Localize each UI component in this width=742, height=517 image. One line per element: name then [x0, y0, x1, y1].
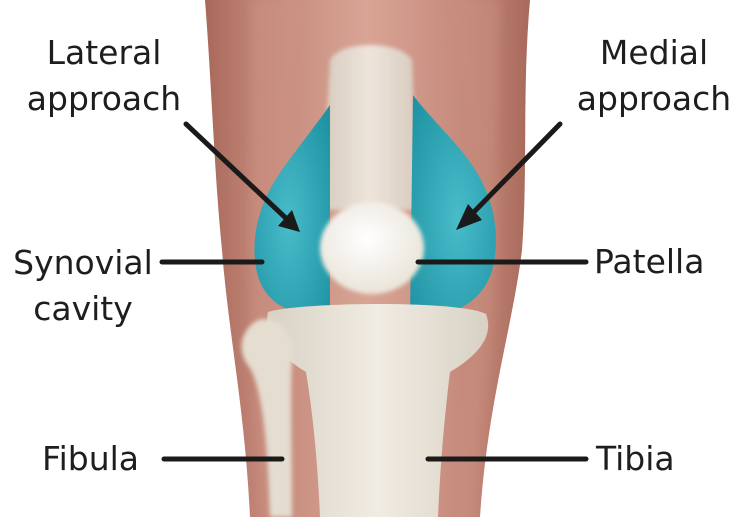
medial-approach-label: Medial approach — [568, 30, 740, 122]
patella-bone — [320, 202, 424, 294]
medial-approach-line-2: approach — [568, 76, 740, 122]
patella-label: Patella — [594, 239, 704, 285]
synovial-cavity-line-2: cavity — [6, 286, 160, 332]
lateral-approach-label: Lateral approach — [14, 30, 194, 122]
tibia-label: Tibia — [596, 436, 675, 482]
medial-approach-line-1: Medial — [568, 30, 740, 76]
lateral-approach-line-2: approach — [14, 76, 194, 122]
lateral-approach-line-1: Lateral — [14, 30, 194, 76]
femur — [322, 45, 418, 210]
synovial-cavity-label: Synovial cavity — [6, 240, 160, 332]
synovial-cavity-line-1: Synovial — [6, 240, 160, 286]
fibula-label: Fibula — [42, 436, 139, 482]
